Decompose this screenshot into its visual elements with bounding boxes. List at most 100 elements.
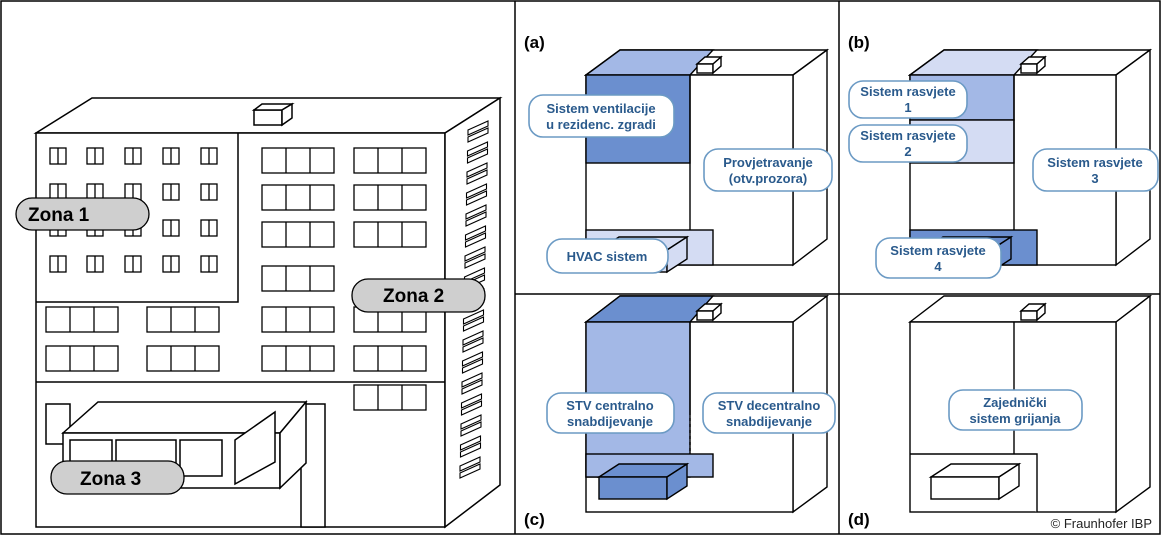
- label-window-line2: (otv.prozora): [729, 171, 807, 186]
- large-window: [261, 306, 335, 333]
- label-lighting-3: [1032, 148, 1159, 192]
- large-window: [353, 384, 427, 411]
- small-window: [200, 255, 218, 273]
- small-window: [162, 219, 180, 237]
- small-window: [200, 219, 218, 237]
- large-window: [261, 221, 335, 248]
- label-shared-heating: [948, 389, 1083, 431]
- side-slat: [460, 393, 483, 416]
- side-slat: [461, 372, 483, 395]
- label-decentral-line1: STV decentralno: [718, 398, 821, 413]
- panel-c: (c) STV centralno snabdijevanje STV dece…: [524, 294, 836, 529]
- side-slat: [460, 414, 482, 437]
- roof-unit-side: [1036, 302, 1046, 322]
- large-window: [45, 345, 119, 372]
- zone1-text: Zona 1: [28, 205, 90, 226]
- panel-c-tag: (c): [524, 510, 545, 529]
- side-slat: [459, 456, 481, 479]
- small-window: [124, 147, 142, 165]
- unit-side: [666, 462, 688, 501]
- roof-unit-front: [1020, 310, 1038, 321]
- small-window: [162, 147, 180, 165]
- side-slat: [462, 330, 484, 353]
- unit-front: [930, 476, 1000, 500]
- zone1-pill: [15, 197, 150, 231]
- label-ventilation-line2: u rezidenc. zgradi: [546, 117, 656, 132]
- unit-side: [998, 462, 1020, 501]
- label-heating-line2: sistem grijanja: [969, 411, 1061, 426]
- zone3-label: Zona 3: [50, 460, 185, 495]
- label-lighting4-line2: 4: [934, 259, 942, 274]
- label-window-line1: Provjetravanje: [723, 155, 813, 170]
- label-lighting-2: [848, 124, 968, 163]
- label-lighting4-line1: Sistem rasvjete: [890, 243, 985, 258]
- side-slat: [464, 225, 487, 248]
- small-window: [200, 183, 218, 201]
- panel-b-tag: (b): [848, 33, 870, 52]
- label-lighting-4: [875, 237, 1002, 279]
- zone3-pill: [50, 460, 185, 495]
- roof-chimney-front: [253, 109, 283, 126]
- label-hvac-text: HVAC sistem: [567, 249, 648, 264]
- label-hvac: [546, 238, 669, 274]
- roof-unit-side: [712, 302, 722, 322]
- roof-chimney-side: [281, 102, 293, 127]
- panel-a: (a) Sistem ventilacije u rezidenc. zgrad…: [524, 33, 833, 274]
- central-supply-top: [583, 295, 715, 323]
- side-slat: [465, 204, 487, 227]
- small-window: [124, 255, 142, 273]
- box-side: [1115, 294, 1151, 514]
- panel-b: (b) Sistem rasvjete 1 Sistem rasvjete 2 …: [848, 33, 1159, 279]
- side-slat: [462, 309, 485, 332]
- zone2-text: Zona 2: [383, 286, 444, 307]
- label-lighting2-line1: Sistem rasvjete: [860, 128, 955, 143]
- zone1-boundary: [36, 133, 239, 303]
- side-slat: [465, 183, 488, 206]
- label-lighting3-line1: Sistem rasvjete: [1047, 155, 1142, 170]
- panel-d: (d) Zajednički sistem grijanja: [848, 294, 1153, 529]
- label-ventilation-line1: Sistem ventilacije: [546, 101, 655, 116]
- annex-side-window: [234, 410, 276, 486]
- label-lighting-1: [848, 80, 968, 119]
- small-window: [162, 255, 180, 273]
- side-slat: [461, 351, 484, 374]
- label-central-line1: STV centralno: [566, 398, 653, 413]
- zone3-text: Zona 3: [80, 469, 141, 490]
- label-heating-line1: Zajednički: [983, 395, 1047, 410]
- ventilation-top: [583, 49, 715, 76]
- annex-side: [279, 399, 307, 490]
- large-window: [261, 345, 335, 372]
- panel-a-tag: (a): [524, 33, 545, 52]
- roof-unit-front: [1020, 63, 1038, 74]
- small-window: [162, 183, 180, 201]
- large-window: [353, 147, 427, 174]
- lighting1-top: [907, 49, 1039, 76]
- label-lighting1-line2: 1: [904, 100, 911, 115]
- large-window: [261, 184, 335, 211]
- large-window: [45, 306, 119, 333]
- zone2-pill: [351, 278, 486, 313]
- small-window: [49, 147, 67, 165]
- small-window: [200, 147, 218, 165]
- small-window: [86, 255, 104, 273]
- large-window: [353, 345, 427, 372]
- large-window: [353, 184, 427, 211]
- roof-unit-front: [696, 63, 714, 74]
- unit-front: [598, 476, 668, 500]
- label-ventilation: [528, 94, 675, 138]
- zone2-label: Zona 2: [351, 278, 486, 313]
- label-lighting1-line1: Sistem rasvjete: [860, 84, 955, 99]
- large-window: [353, 221, 427, 248]
- label-decentral-supply: [702, 392, 836, 434]
- zone2-windows: [45, 147, 427, 411]
- small-window: [49, 255, 67, 273]
- label-decentral-line2: snabdijevanje: [726, 414, 812, 429]
- label-lighting3-line2: 3: [1091, 171, 1098, 186]
- large-window: [146, 345, 220, 372]
- label-window-airing: [703, 148, 833, 192]
- large-window: [261, 265, 335, 292]
- label-central-supply: [546, 392, 675, 434]
- annex-window: [179, 439, 223, 477]
- zone1-label: Zona 1: [15, 197, 150, 231]
